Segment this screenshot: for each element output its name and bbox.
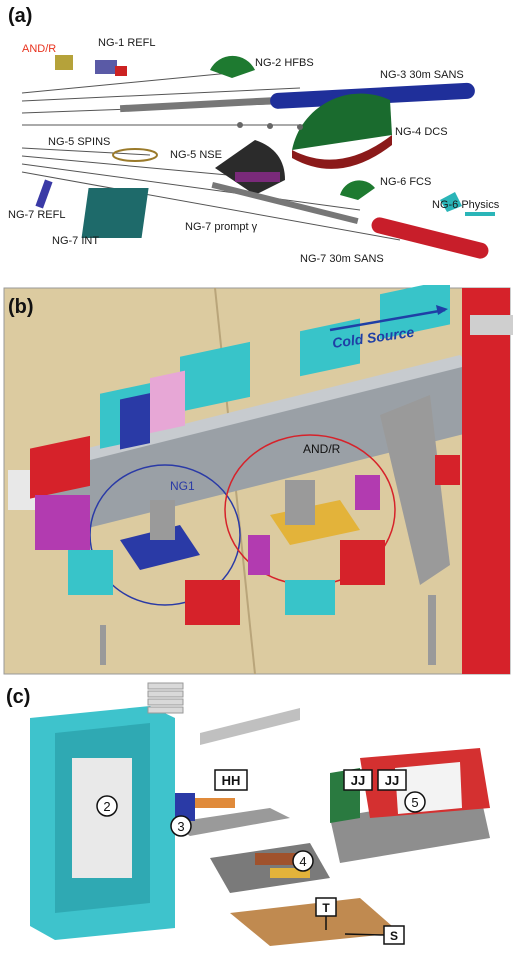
panel-b-diagram: (b) Cold Source NG1 AND/R — [3, 279, 513, 675]
callout-s: S — [344, 925, 405, 945]
label-ng7-sans: NG-7 30m SANS — [300, 253, 384, 265]
panel-a-diagram: (a) AND/R NG-1 REFL NG-2 HFBS NG-3 30m S… — [8, 5, 500, 265]
svg-text:3: 3 — [177, 819, 184, 834]
callout-jj-2: JJ — [377, 769, 407, 791]
svg-text:S: S — [390, 929, 398, 943]
svg-text:JJ: JJ — [351, 773, 365, 788]
callout-5: 5 — [404, 791, 426, 813]
label-ng6-physics: NG-6 Physics — [432, 199, 500, 211]
ng1-label: NG1 — [170, 479, 195, 493]
label-ng5-spins: NG-5 SPINS — [48, 136, 110, 148]
panel-c-diagram: (c) 2 3 4 5 HH JJ JJ T S — [6, 682, 490, 946]
panel-b: (b) Cold Source NG1 AND/R — [0, 279, 513, 678]
callout-3: 3 — [170, 815, 192, 837]
svg-text:5: 5 — [411, 795, 418, 810]
callout-4: 4 — [292, 850, 314, 872]
label-ng6-fcs: NG-6 FCS — [380, 176, 431, 188]
label-ng7-prompt: NG-7 prompt γ — [185, 221, 258, 233]
svg-text:T: T — [322, 901, 330, 915]
label-ng2-hfbs: NG-2 HFBS — [255, 57, 314, 69]
label-ng7-int: NG-7 INT — [52, 235, 99, 247]
panel-a: (a) AND/R NG-1 REFL NG-2 HFBS NG-3 30m S… — [0, 0, 513, 285]
label-ng7-refl: NG-7 REFL — [8, 209, 65, 221]
panel-c: (c) 2 3 4 5 HH JJ JJ T S — [0, 678, 513, 950]
callout-jj-1: JJ — [343, 769, 373, 791]
panel-c-label: (c) — [6, 686, 30, 708]
and-r-label: AND/R — [303, 442, 341, 456]
callout-2: 2 — [96, 795, 118, 817]
label-ng5-nse: NG-5 NSE — [170, 149, 222, 161]
svg-text:JJ: JJ — [385, 773, 399, 788]
label-ng4-dcs: NG-4 DCS — [395, 126, 448, 138]
label-ng3-sans: NG-3 30m SANS — [380, 69, 464, 81]
panel-a-label: (a) — [8, 5, 32, 27]
svg-text:HH: HH — [222, 773, 241, 788]
panel-b-label: (b) — [8, 296, 34, 318]
callout-hh: HH — [214, 769, 248, 791]
label-and-r: AND/R — [22, 43, 56, 55]
label-ng1-refl: NG-1 REFL — [98, 37, 155, 49]
callout-t: T — [315, 897, 337, 930]
svg-text:2: 2 — [103, 799, 110, 814]
svg-text:4: 4 — [299, 854, 306, 869]
